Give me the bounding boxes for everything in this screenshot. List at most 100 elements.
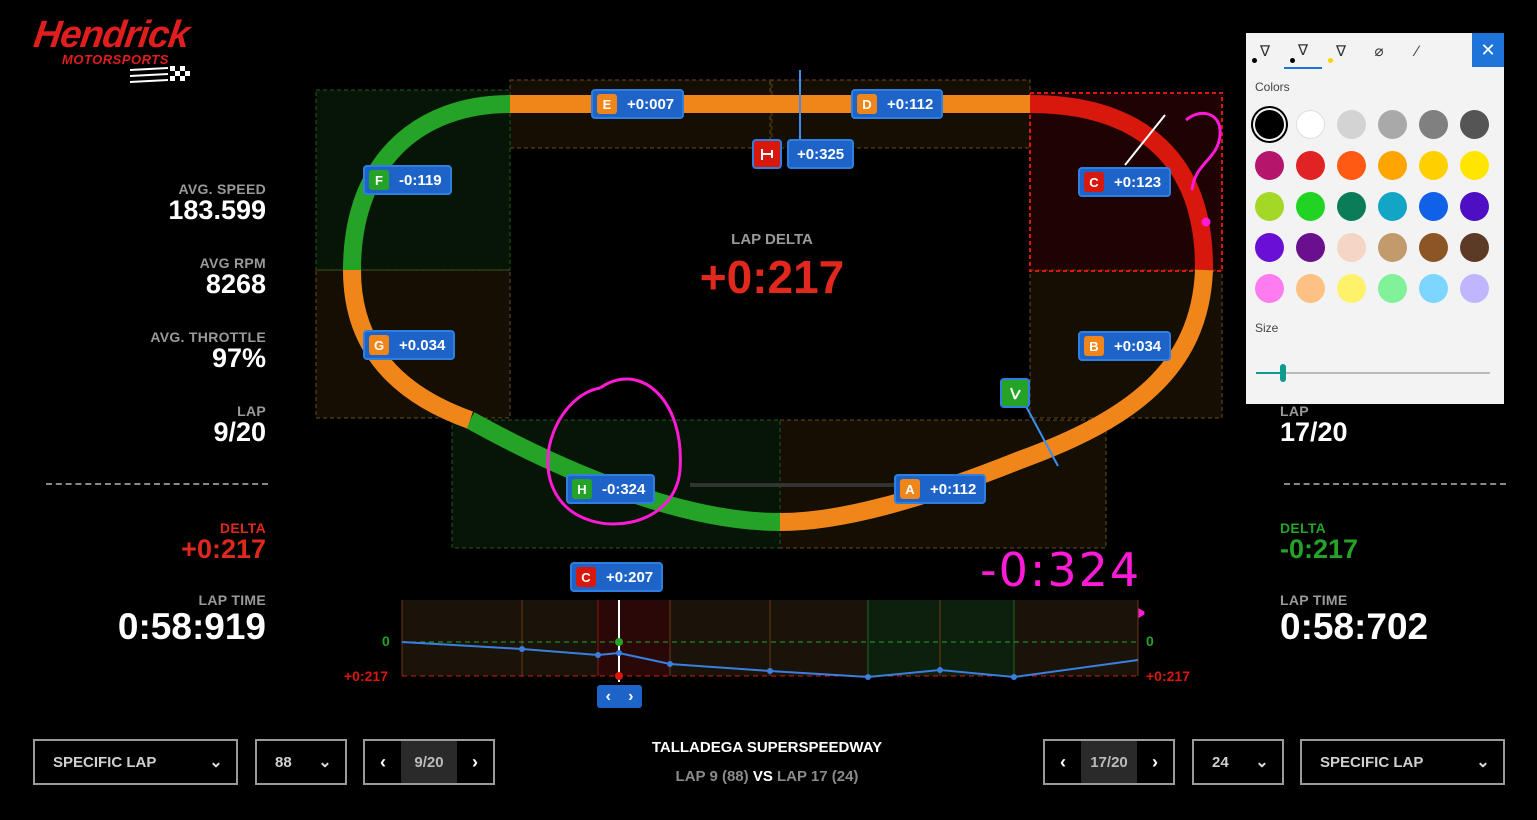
pencil-tool-icon[interactable]: ∇ — [1284, 33, 1322, 69]
segment-c-pill[interactable]: C +0:123 — [1078, 167, 1172, 197]
left-lap-time-label: LAP TIME — [198, 592, 266, 608]
chart-cursor-red-dot — [615, 672, 623, 680]
right-lap-stepper[interactable]: ‹ 17/20 › — [1043, 739, 1175, 785]
color-swatch[interactable] — [1255, 151, 1284, 180]
segment-b-value: +0:034 — [1114, 337, 1162, 355]
right-divider — [1284, 483, 1506, 485]
next-lap-icon[interactable]: › — [1152, 751, 1158, 772]
chart-cursor-green-dot — [615, 638, 623, 646]
segment-g-path — [343, 269, 474, 429]
right-lap-stepper-value: 17/20 — [1081, 741, 1137, 783]
left-mode-dropdown[interactable]: SPECIFIC LAP ⌄ — [33, 739, 238, 785]
right-car-dropdown[interactable]: 24 ⌄ — [1192, 739, 1284, 785]
color-swatch[interactable] — [1460, 233, 1489, 262]
segment-h-letter: H — [572, 479, 592, 499]
segment-c-value: +0:123 — [1114, 173, 1162, 191]
color-swatch[interactable] — [1337, 233, 1366, 262]
avg-throttle-value: 97% — [211, 343, 266, 373]
color-swatch[interactable] — [1378, 192, 1407, 221]
close-icon[interactable]: ✕ — [1472, 33, 1504, 67]
prev-lap-icon[interactable]: ‹ — [380, 751, 386, 772]
color-swatch[interactable] — [1296, 192, 1325, 221]
chart-right-max-label: +0:217 — [1146, 668, 1190, 684]
finish-delta-pill[interactable]: +0:325 — [787, 139, 855, 169]
segment-c-letter: C — [1084, 172, 1104, 192]
color-swatch[interactable] — [1296, 151, 1325, 180]
chart-marker-pill[interactable]: C +0:207 — [570, 562, 664, 592]
color-swatch[interactable] — [1337, 274, 1366, 303]
color-swatch[interactable] — [1296, 233, 1325, 262]
chevron-down-icon: ⌄ — [1255, 754, 1269, 771]
color-swatch[interactable] — [1419, 274, 1448, 303]
chart-sector-highlight — [598, 600, 670, 676]
color-swatch[interactable] — [1419, 233, 1448, 262]
segment-b-pill[interactable]: B +0:034 — [1078, 331, 1172, 361]
segment-f-value: -0:119 — [399, 171, 442, 189]
segment-g-pill[interactable]: G +0.034 — [363, 330, 456, 360]
sector-c-pointer — [1124, 114, 1166, 166]
size-slider-thumb[interactable] — [1280, 364, 1286, 382]
start-flag-icon[interactable] — [1000, 378, 1030, 408]
color-swatch[interactable] — [1255, 233, 1284, 262]
color-swatch[interactable] — [1255, 192, 1284, 221]
ballpoint-pen-icon[interactable]: ∇ — [1246, 33, 1284, 69]
ink-annotation-text: -0:324 — [980, 543, 1142, 597]
right-mode-dropdown[interactable]: SPECIFIC LAP ⌄ — [1300, 739, 1505, 785]
avg-throttle-label: AVG. THROTTLE — [150, 329, 266, 345]
color-swatch[interactable] — [1460, 151, 1489, 180]
right-car-value: 24 — [1212, 753, 1229, 771]
highlighter-icon[interactable]: ∇ — [1322, 33, 1360, 69]
left-lap-stepper[interactable]: ‹ 9/20 › — [363, 739, 495, 785]
segment-h-pill[interactable]: H -0:324 — [566, 474, 656, 504]
color-swatch[interactable] — [1337, 151, 1366, 180]
size-slider-fill — [1256, 372, 1283, 374]
segment-a-pill[interactable]: A +0:112 — [894, 474, 987, 504]
finish-flag-icon[interactable] — [752, 139, 782, 169]
color-swatch[interactable] — [1419, 192, 1448, 221]
size-label: Size — [1255, 321, 1279, 335]
prev-lap-icon[interactable]: ‹ — [1060, 751, 1066, 772]
chart-right-zero-label: 0 — [1146, 633, 1154, 649]
chevron-left-icon[interactable]: ‹ — [605, 687, 611, 705]
size-slider-track[interactable] — [1256, 372, 1490, 374]
left-car-dropdown[interactable]: 88 ⌄ — [255, 739, 347, 785]
segment-b-letter: B — [1084, 336, 1104, 356]
color-swatch[interactable] — [1378, 110, 1407, 139]
color-swatch[interactable] — [1337, 110, 1366, 139]
color-swatch[interactable] — [1378, 233, 1407, 262]
lap-comparison: LAP 9 (88) VS LAP 17 (24) — [600, 768, 934, 785]
segment-a-value: +0:112 — [930, 480, 977, 498]
segment-g-letter: G — [369, 335, 389, 355]
left-lap-value: 9/20 — [213, 417, 266, 447]
segment-g-value: +0.034 — [399, 336, 446, 354]
right-lap-value: 17/20 — [1280, 417, 1348, 447]
color-swatch[interactable] — [1296, 274, 1325, 303]
comparison-lap-b: LAP 17 (24) — [777, 768, 859, 785]
color-swatch[interactable] — [1419, 151, 1448, 180]
segment-d-pill[interactable]: D +0:112 — [851, 89, 944, 119]
color-swatch[interactable] — [1378, 274, 1407, 303]
colors-label: Colors — [1255, 80, 1290, 94]
lap-delta-label: LAP DELTA — [731, 231, 813, 248]
segment-f-pill[interactable]: F -0:119 — [363, 165, 452, 195]
color-swatch[interactable] — [1460, 110, 1489, 139]
next-lap-icon[interactable]: › — [472, 751, 478, 772]
left-lap-stepper-value: 9/20 — [401, 741, 457, 783]
left-delta-label: DELTA — [219, 520, 266, 536]
ink-tool-panel: ∇ ∇ ∇ ⌀ ∕ ✕ Colors Size — [1246, 33, 1504, 404]
ruler-icon[interactable]: ∕ — [1415, 42, 1419, 60]
track-name: TALLADEGA SUPERSPEEDWAY — [651, 739, 883, 756]
color-swatch[interactable] — [1378, 151, 1407, 180]
chart-scrub-handle[interactable]: ‹› — [597, 685, 642, 708]
eraser-icon[interactable]: ⌀ — [1374, 43, 1384, 60]
color-swatch[interactable] — [1460, 192, 1489, 221]
left-divider — [46, 483, 268, 485]
chevron-right-icon[interactable]: › — [628, 687, 634, 705]
segment-e-pill[interactable]: E +0:007 — [591, 89, 685, 119]
color-swatch[interactable] — [1255, 110, 1284, 139]
color-swatch[interactable] — [1337, 192, 1366, 221]
color-swatch[interactable] — [1460, 274, 1489, 303]
color-swatch[interactable] — [1255, 274, 1284, 303]
color-swatch[interactable] — [1419, 110, 1448, 139]
color-swatch[interactable] — [1296, 110, 1325, 139]
